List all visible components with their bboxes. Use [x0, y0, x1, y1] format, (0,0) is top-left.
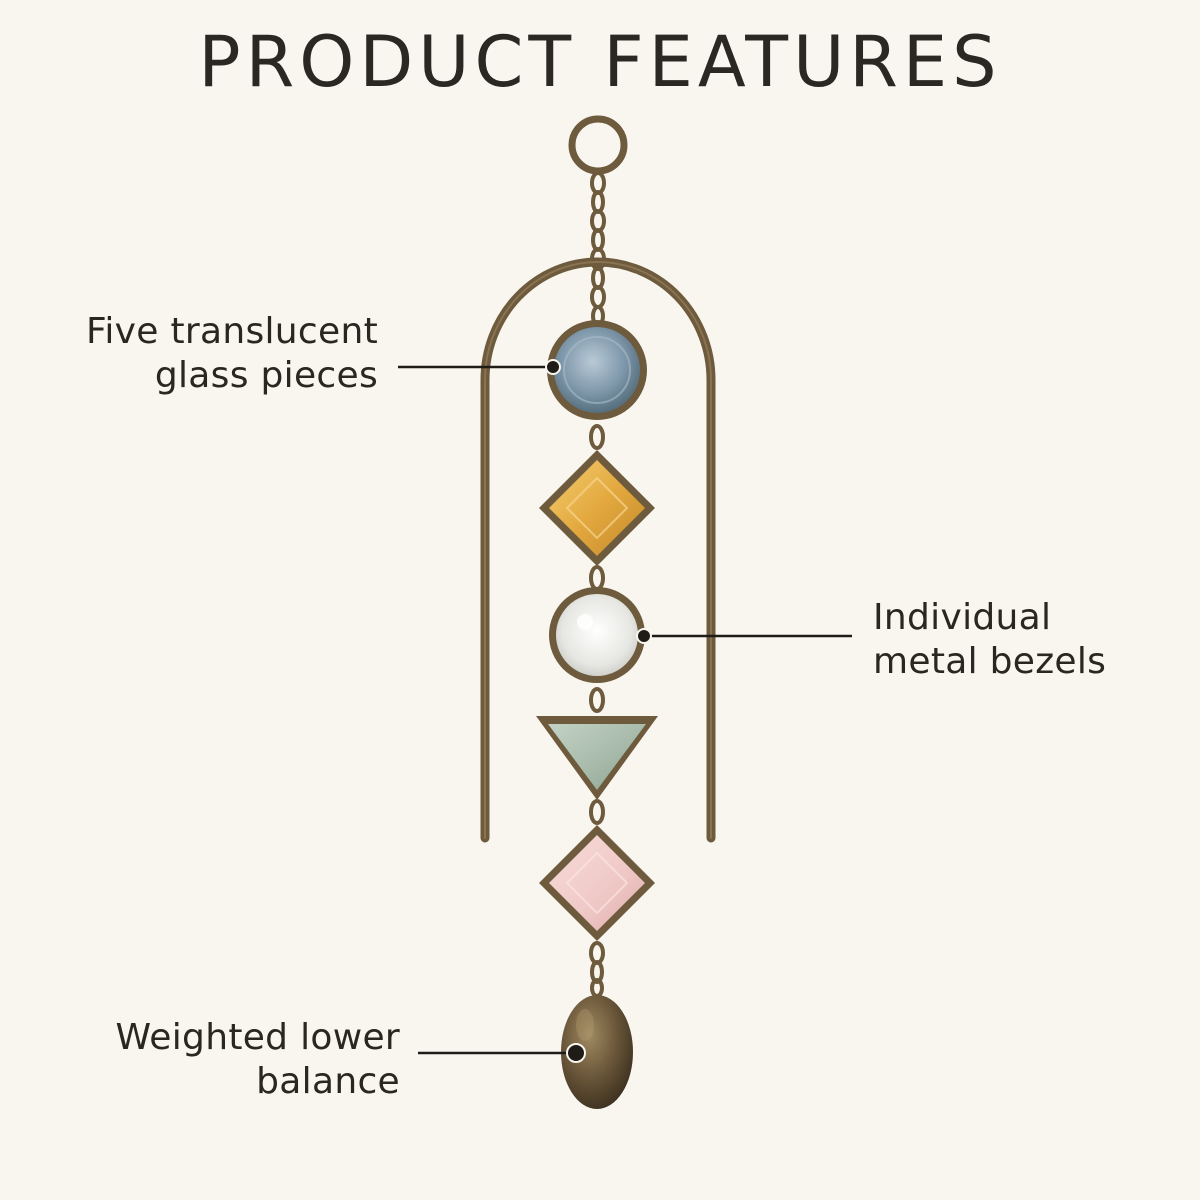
arch-frame: [480, 257, 716, 843]
chain-link: [589, 424, 605, 450]
callout-line: balance: [256, 1061, 400, 1102]
callout-label-weight: Weighted lower balance: [116, 1016, 400, 1104]
callout-line: Weighted lower: [115, 1017, 400, 1058]
upper-chain: [590, 171, 606, 327]
callout-label-bezels: Individual metal bezels: [873, 596, 1106, 684]
callout-label-glass: Five translucent glass pieces: [86, 310, 378, 398]
callout-line: metal bezels: [873, 641, 1107, 682]
page-title: PRODUCT FEATURES: [198, 21, 1002, 103]
glass-piece-pink-diamond: [539, 825, 655, 941]
callout-leader-glass: [398, 359, 561, 375]
callout-line: glass pieces: [154, 355, 378, 396]
callout-line: Five translucent: [85, 311, 378, 352]
callout-leader-weight: [418, 1043, 586, 1063]
chain-link: [589, 565, 605, 591]
glass-piece-clear-round: [549, 587, 645, 683]
callout-leader-bezels: [636, 628, 852, 644]
glass-piece-sage-triangle: [536, 716, 658, 800]
glass-piece-amber-diamond: [539, 450, 655, 566]
callout-line: Individual: [873, 597, 1052, 638]
glass-piece-blue-round: [547, 320, 647, 420]
hanging-ring: [568, 115, 628, 175]
lower-chain: [589, 941, 605, 998]
chain-link: [589, 687, 605, 713]
chain-link: [589, 799, 605, 825]
weighted-drop: [561, 995, 633, 1109]
